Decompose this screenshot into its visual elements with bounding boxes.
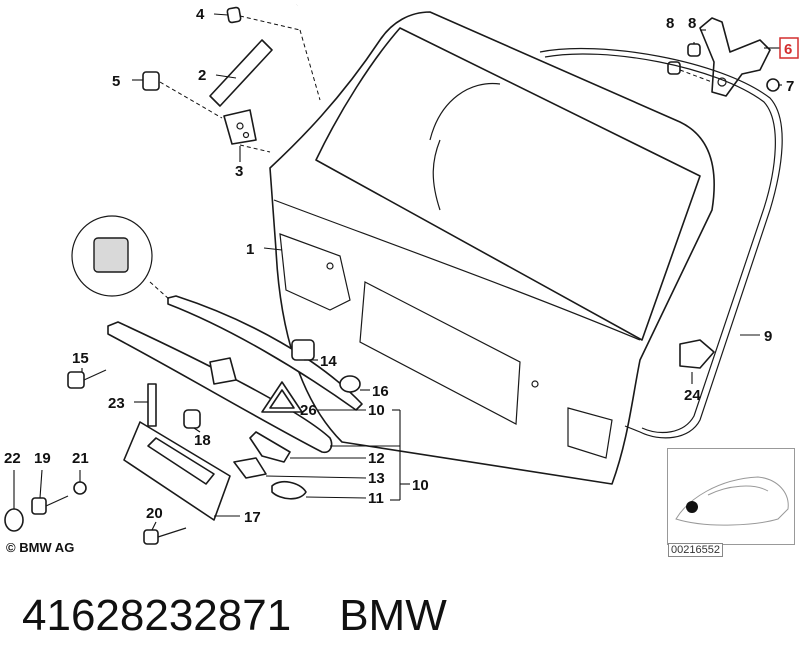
callout-2: 2 xyxy=(198,67,206,84)
callout-1: 1 xyxy=(246,241,254,258)
callout-19: 18 xyxy=(194,432,211,449)
callout-4: 4 xyxy=(196,6,205,23)
callout-7: 7 xyxy=(786,78,794,95)
bumper-15 xyxy=(291,339,315,361)
plate-holder-18 xyxy=(123,421,231,521)
rod-24 xyxy=(147,383,157,427)
copyright-label: © BMW AG xyxy=(6,540,75,555)
trim-strip-upper xyxy=(167,295,363,411)
location-dot xyxy=(686,501,698,513)
gas-strut-assembly xyxy=(142,3,321,153)
callout-25: 24 xyxy=(684,387,701,404)
part-number: 41628232871 xyxy=(22,591,292,640)
callout-8b: 8 xyxy=(688,15,696,32)
plug-17 xyxy=(339,375,361,393)
seal-9 xyxy=(539,47,783,439)
callout-17: 16 xyxy=(372,383,389,400)
detail-circle xyxy=(71,215,153,297)
cap-12 xyxy=(271,480,307,500)
highlight-box-6 xyxy=(779,37,799,59)
callout-21: 20 xyxy=(146,505,163,522)
callout-18: 17 xyxy=(244,509,261,526)
callout-20: 19 xyxy=(34,450,51,467)
screw-21 xyxy=(143,529,159,545)
callout-22: 21 xyxy=(72,450,89,467)
cap-23 xyxy=(4,508,24,532)
callout-11: 10 xyxy=(368,402,385,419)
callout-16: 15 xyxy=(72,350,89,367)
callout-10: 10 xyxy=(412,477,429,494)
hinge-6 xyxy=(699,17,771,97)
callout-9: 9 xyxy=(764,328,772,345)
callout-12: 11 xyxy=(368,490,384,507)
callout-6: 6 xyxy=(784,41,792,58)
footer: 41628232871 BMW xyxy=(22,586,447,646)
callout-23: 22 xyxy=(4,450,21,467)
callout-13: 12 xyxy=(368,450,385,467)
bracket-3 xyxy=(223,109,257,145)
callout-8a: 8 xyxy=(666,15,674,32)
hinge-assembly xyxy=(667,17,780,97)
callout-14: 13 xyxy=(368,470,385,487)
screw-16 xyxy=(67,371,85,389)
clip-19 xyxy=(183,409,201,429)
handle-13 xyxy=(249,431,291,463)
screw-20 xyxy=(31,497,47,515)
callout-3: 3 xyxy=(235,163,243,180)
bolt-8b xyxy=(687,43,701,57)
callout-24: 23 xyxy=(108,395,125,412)
car-outline-icon xyxy=(675,476,789,526)
vehicle-locator-thumbnail xyxy=(667,448,795,545)
washer-22 xyxy=(73,481,87,495)
brand-name: BMW xyxy=(339,591,447,640)
ball-stud-4 xyxy=(226,6,242,24)
latch xyxy=(209,357,237,385)
callout-26: 26 xyxy=(300,402,317,419)
callout-5: 5 xyxy=(112,73,120,90)
nut-7 xyxy=(766,78,780,92)
clip-14 xyxy=(233,457,267,479)
gas-strut-2 xyxy=(209,39,273,107)
buffer-25 xyxy=(679,339,715,369)
bolt-5 xyxy=(142,71,160,91)
rear-window-opening xyxy=(315,27,701,341)
diagram-id: 00216552 xyxy=(668,543,723,557)
tailgate-body xyxy=(269,11,715,485)
callout-15: 14 xyxy=(320,353,337,370)
